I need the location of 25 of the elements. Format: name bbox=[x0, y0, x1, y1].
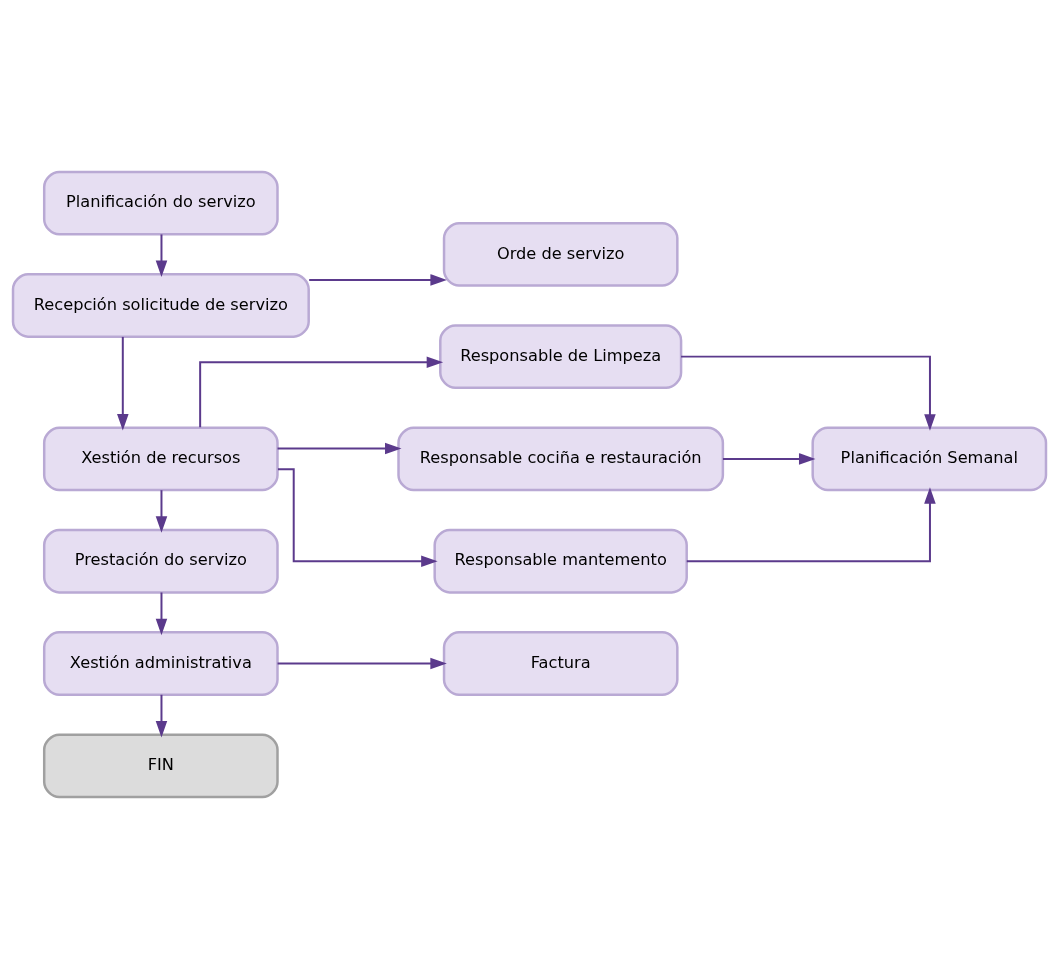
arrow bbox=[680, 355, 936, 431]
node-box: Planificación Semanal bbox=[811, 426, 1048, 492]
node-box: Planificación do servizo bbox=[42, 170, 279, 236]
arrow bbox=[155, 233, 168, 278]
node-box: Responsable cociña e restauración bbox=[397, 426, 725, 492]
node-box: Prestación do servizo bbox=[42, 528, 279, 594]
node-box: Recepción solicitude de servizo bbox=[11, 273, 310, 338]
node-box: FIN bbox=[42, 733, 279, 799]
arrow bbox=[721, 453, 816, 465]
arrow bbox=[685, 487, 936, 563]
arrow bbox=[155, 591, 168, 636]
node-box: Orde de servizo bbox=[442, 221, 679, 287]
arrow bbox=[308, 274, 447, 286]
arrow bbox=[276, 442, 402, 455]
arrow bbox=[276, 657, 447, 670]
node-box: Xestión administrativa bbox=[42, 631, 279, 696]
node-box: Xestión de recursos bbox=[42, 426, 279, 492]
node-box: Factura bbox=[442, 631, 679, 696]
arrow bbox=[117, 335, 129, 431]
node-box: Responsable de Limpeza bbox=[439, 324, 683, 390]
node-box: Responsable mantemento bbox=[433, 528, 688, 594]
arrow bbox=[199, 356, 444, 429]
arrow bbox=[155, 693, 168, 738]
arrow bbox=[276, 468, 438, 567]
arrow bbox=[155, 489, 168, 533]
